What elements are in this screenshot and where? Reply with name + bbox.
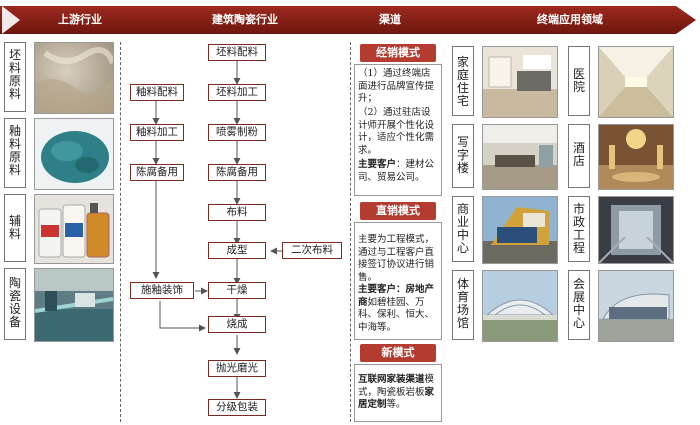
new-mode-line-b: 模式，陶瓷板岩板 bbox=[358, 374, 435, 398]
app-label-box-5 bbox=[452, 196, 474, 262]
hospital-corridor-photo bbox=[598, 46, 674, 118]
direct-tag: 直销模式 bbox=[360, 202, 436, 220]
auxiliary-chemicals-photo bbox=[34, 194, 114, 264]
glaze-powder-photo bbox=[34, 118, 114, 190]
new-mode-line-c: 家居定制 bbox=[358, 386, 435, 411]
ceramic-equipment-photo bbox=[34, 268, 114, 342]
glazing-decoration-step: 施釉装饰 bbox=[130, 282, 194, 299]
direct-client-text: 如碧桂园、万科、保利、恒大、中海等。 bbox=[358, 296, 435, 333]
app-label-box-3 bbox=[452, 124, 474, 188]
process-step-6: 成型 bbox=[208, 242, 266, 259]
glaze-step-3: 陈腐备用 bbox=[130, 164, 184, 181]
process-step-4: 陈腐备用 bbox=[208, 164, 266, 181]
separator-1 bbox=[120, 42, 121, 422]
header-industry: 建筑陶瓷行业 bbox=[212, 13, 278, 26]
process-step-3: 喷雾制粉 bbox=[208, 124, 266, 141]
upstream-label-box-2 bbox=[4, 118, 26, 188]
process-step-9: 抛光磨光 bbox=[208, 360, 266, 377]
app-label-home: 家庭住宅 bbox=[456, 55, 469, 108]
app-label-box-4 bbox=[568, 124, 590, 188]
app-label-municipal: 市政工程 bbox=[572, 202, 585, 255]
app-label-box-6 bbox=[568, 196, 590, 262]
upstream-label-glaze: 釉料原料 bbox=[8, 124, 21, 177]
process-step-7: 干燥 bbox=[208, 282, 266, 299]
new-mode-line-a: 互联网家装渠道 bbox=[358, 374, 425, 385]
upstream-label-box-3 bbox=[4, 194, 26, 262]
upstream-label-box-1 bbox=[4, 42, 26, 112]
direct-box bbox=[354, 222, 442, 340]
upstream-label-box-4 bbox=[4, 268, 26, 340]
upstream-label-equipment: 陶瓷设备 bbox=[8, 276, 21, 329]
header-upstream: 上游行业 bbox=[58, 13, 102, 26]
app-label-hotel: 酒店 bbox=[572, 141, 585, 168]
header-channel: 渠道 bbox=[379, 13, 401, 26]
app-label-hospital: 医院 bbox=[572, 67, 585, 94]
direct-line1: 主要为工程模式，通过与工程客户直接签订协议进行销售。 bbox=[358, 234, 435, 283]
new-mode-text: 互联网家装渠道模式，陶瓷板岩板家居定制等。 bbox=[358, 374, 442, 412]
secondary-cloth-step: 二次布料 bbox=[282, 242, 342, 259]
raw-clay-photo bbox=[34, 42, 114, 114]
glaze-step-2: 釉料加工 bbox=[130, 124, 184, 141]
shopping-mall-photo bbox=[482, 196, 558, 264]
process-step-10: 分级包装 bbox=[208, 399, 266, 416]
app-label-box-1 bbox=[452, 46, 474, 116]
new-mode-tag: 新模式 bbox=[360, 344, 436, 362]
distribution-clients: 主要客户：建材公司、贸易公司。 bbox=[358, 159, 440, 184]
app-label-box-7 bbox=[452, 270, 474, 340]
new-mode-box bbox=[354, 364, 442, 422]
home-interior-photo bbox=[482, 46, 558, 118]
app-label-box-2 bbox=[568, 46, 590, 116]
process-flow-lines bbox=[152, 60, 282, 399]
new-mode-line-d: 等。 bbox=[386, 399, 406, 410]
app-label-office: 写字楼 bbox=[456, 135, 469, 175]
stadium-photo bbox=[482, 270, 558, 342]
header-application: 终端应用领域 bbox=[537, 13, 603, 26]
header-bar bbox=[0, 6, 696, 34]
process-step-1: 坯料配料 bbox=[208, 44, 266, 61]
distribution-box bbox=[354, 64, 442, 196]
process-step-2: 坯料加工 bbox=[208, 84, 266, 101]
distribution-tag: 经销模式 bbox=[360, 44, 436, 62]
process-step-5: 布料 bbox=[208, 204, 266, 221]
direct-client-label: 主要客户：房地产商 bbox=[358, 284, 435, 308]
subway-station-photo bbox=[598, 196, 674, 264]
app-label-exhibition: 会展中心 bbox=[572, 277, 585, 330]
glaze-step-1: 釉料配料 bbox=[130, 84, 184, 101]
hotel-lobby-photo bbox=[598, 124, 674, 190]
distribution-line2: （2）通过驻店设计师开展个性化设计，适应个性化需求。 bbox=[358, 107, 435, 156]
upstream-label-raw: 坯料原料 bbox=[8, 48, 21, 101]
app-label-mall: 商业中心 bbox=[456, 202, 469, 255]
app-label-stadium: 体育场馆 bbox=[456, 277, 469, 330]
upstream-label-aux: 辅料 bbox=[8, 214, 21, 241]
distribution-client-label: 主要客户 bbox=[358, 159, 397, 170]
process-step-8: 烧成 bbox=[208, 316, 266, 333]
separator-2 bbox=[350, 42, 351, 422]
distribution-line1: （1）通过终端店面进行品牌宣传提升； bbox=[358, 68, 435, 104]
app-label-box-8 bbox=[568, 270, 590, 340]
office-lobby-photo bbox=[482, 124, 558, 190]
distribution-client-text: ：建材公司、贸易公司。 bbox=[358, 159, 435, 183]
exhibition-center-photo bbox=[598, 270, 674, 342]
direct-clients: 主要客户：房地产商如碧桂园、万科、保利、恒大、中海等。 bbox=[358, 284, 440, 334]
